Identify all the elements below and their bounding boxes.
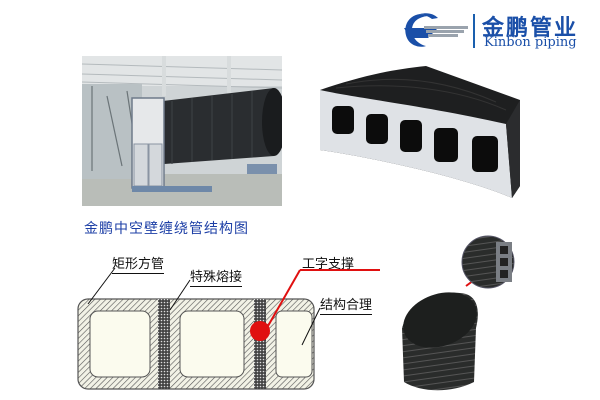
brand-logo: 金鹏管业 Kinbon piping bbox=[398, 8, 598, 52]
profile-photo bbox=[316, 58, 520, 208]
structure-diagram bbox=[76, 295, 316, 395]
i-support-marker bbox=[250, 321, 270, 341]
bird-wing-logo-icon bbox=[404, 13, 468, 47]
label-i-support: 工字支撑 bbox=[302, 257, 355, 272]
brand-name-en: Kinbon piping bbox=[484, 35, 577, 50]
label-reasonable-structure: 结构合理 bbox=[320, 294, 373, 315]
label-special-weld: 特殊熔接 bbox=[190, 266, 243, 287]
pipe-sample-photo bbox=[400, 232, 550, 398]
factory-photo bbox=[82, 56, 282, 206]
logo-divider bbox=[473, 14, 475, 48]
brand-name-cn: 金鹏管业 bbox=[482, 16, 579, 41]
label-rect-tube: 矩形方管 bbox=[112, 253, 165, 274]
diagram-title: 金鹏中空壁缠绕管结构图 bbox=[84, 221, 249, 237]
